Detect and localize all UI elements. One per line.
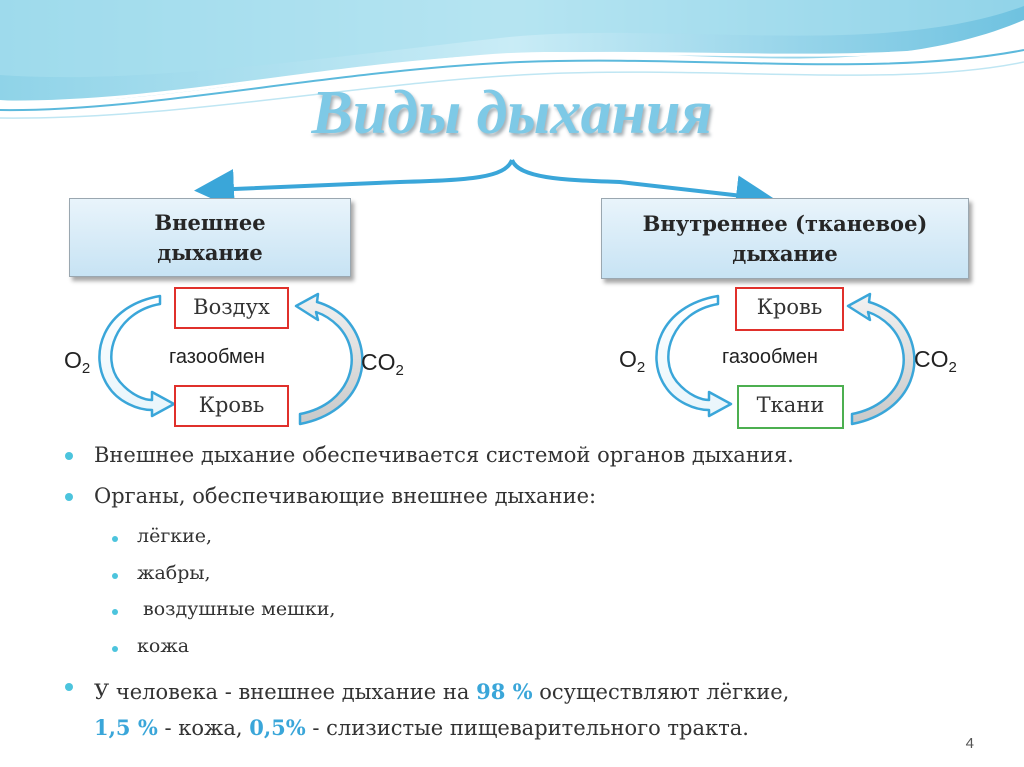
title-branch-arrows <box>194 159 776 216</box>
external-title-line1: Внешнее <box>154 209 266 235</box>
human-text-part3: - кожа, <box>157 716 250 740</box>
background-waves <box>0 0 1024 119</box>
bullet-human-percentages: У человека - внешнее дыхание на 98 % осу… <box>94 674 974 746</box>
sub-bullet-dot <box>112 536 118 542</box>
internal-tissues-box: Ткани <box>737 385 844 429</box>
organ-item-skin: кожа <box>137 635 190 657</box>
skin-percent: 1,5 % <box>94 715 158 740</box>
sub-bullet-dot <box>112 609 118 615</box>
external-gas-exchange-label: газообмен <box>169 346 265 368</box>
external-co2-label: CO2 <box>361 349 404 379</box>
organ-item-lungs: лёгкие, <box>137 525 213 547</box>
lungs-percent: 98 % <box>476 679 533 704</box>
page-number: 4 <box>965 735 974 752</box>
external-blood-box: Кровь <box>174 385 289 427</box>
bullet-dot <box>65 683 73 691</box>
human-text-part4: - слизистые пищеварительного тракта. <box>305 716 749 740</box>
page-title: Виды дыхания <box>311 79 713 147</box>
bullet-dot <box>65 452 73 460</box>
external-title-line2: дыхание <box>157 239 263 265</box>
sub-bullet-dot <box>112 573 118 579</box>
bullet-external-system: Внешнее дыхание обеспечивается системой … <box>94 443 794 467</box>
internal-blood-box: Кровь <box>735 287 844 331</box>
organ-item-gills: жабры, <box>137 562 211 584</box>
external-air-box: Воздух <box>174 287 289 329</box>
gas-exchange-cycle-arrows <box>98 292 916 426</box>
human-text-part2: осуществляют лёгкие, <box>532 680 790 704</box>
internal-o2-label: O2 <box>619 346 646 376</box>
sub-bullet-dot <box>112 646 118 652</box>
mucosa-percent: 0,5% <box>249 715 306 740</box>
bullet-organs-heading: Органы, обеспечивающие внешнее дыхание: <box>94 484 597 508</box>
organ-item-air-sacs: воздушные мешки, <box>137 598 336 620</box>
bullet-dot <box>65 493 73 501</box>
external-breathing-box: Внешнее дыхание <box>69 198 351 277</box>
internal-title-line2: дыхание <box>732 240 838 266</box>
internal-gas-exchange-label: газообмен <box>722 346 818 368</box>
internal-breathing-box: Внутреннее (тканевое) дыхание <box>601 198 969 279</box>
external-o2-label: O2 <box>64 347 91 377</box>
human-text-part1: У человека - внешнее дыхание на <box>94 680 477 704</box>
internal-title-line1: Внутреннее (тканевое) <box>642 210 928 236</box>
internal-co2-label: CO2 <box>914 346 957 376</box>
